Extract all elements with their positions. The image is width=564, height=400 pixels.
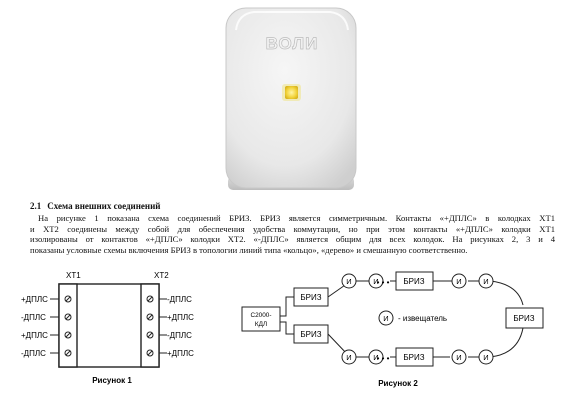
detector-label: И	[346, 353, 351, 362]
detector-label: И	[373, 353, 378, 362]
terminal-label: +ДПЛС	[167, 313, 194, 322]
detector-circle	[478, 273, 494, 289]
terminal-label: -ДПЛС	[21, 349, 46, 358]
section-number: 2.1	[30, 201, 42, 211]
xt1-label: ХТ1	[66, 271, 81, 280]
status-led	[282, 84, 301, 101]
briz-label: БРИЗ	[513, 314, 534, 323]
terminal-label: +ДПЛС	[21, 331, 48, 340]
paragraph-line: изолированы от контактов «+ДПЛС» колодки…	[30, 234, 555, 245]
briz-label: БРИЗ	[403, 277, 424, 286]
legend-text: - извещатель	[398, 314, 447, 323]
briz-label: БРИЗ	[300, 293, 321, 302]
detector-label: И	[483, 277, 488, 286]
legend-detector-label: И	[383, 314, 388, 323]
section-title: Схема внешних соединений	[47, 201, 161, 211]
detector-circle	[341, 273, 357, 289]
controller-label-line1: С2000-	[251, 312, 272, 319]
paragraph-line: показаны условные схемы включения БРИЗ в…	[30, 244, 468, 255]
terminal-label: +ДПЛС	[167, 349, 194, 358]
detector-circle	[368, 349, 384, 365]
detector-circle	[341, 349, 357, 365]
continuation-dots: • • •	[377, 354, 390, 363]
terminal-block-xt2	[140, 283, 160, 368]
terminal-label: -ДПЛС	[167, 331, 192, 340]
xt2-terminals: -ДПЛС +ДПЛС -ДПЛС +ДПЛС	[146, 295, 194, 358]
detector-label: И	[456, 277, 461, 286]
briz-label: БРИЗ	[403, 353, 424, 362]
c2000-kdl-controller: С2000- КДЛ	[241, 306, 281, 332]
continuation-dots: • • •	[377, 278, 390, 287]
paragraph-line: На рисунке 1 показана схема соединений Б…	[38, 213, 555, 223]
terminal-label: -ДПЛС	[21, 313, 46, 322]
detector-circle	[451, 273, 467, 289]
briz-label: БРИЗ	[300, 330, 321, 339]
paragraph-line: и ХТ2 соединены между собой для обеспече…	[30, 223, 555, 234]
brand-logo: ВОЛИ	[266, 34, 319, 53]
terminal-block-xt1	[58, 283, 78, 368]
product-photo: ВОЛИ	[225, 7, 357, 190]
figure-2-ring-diagram: С2000- КДЛ БРИЗ БРИЗ БРИЗ БРИЗ БРИЗ И И …	[241, 271, 544, 388]
legend-detector-circle	[378, 310, 394, 326]
detector-label: И	[483, 353, 488, 362]
detector-label: И	[456, 353, 461, 362]
xt2-label: ХТ2	[154, 271, 169, 280]
section-2-1: 2.1 Схема внешних соединений На рисунке 1…	[30, 201, 555, 255]
figure-1-connection-diagram: ХТ1 ХТ2 +ДПЛС -ДПЛС +ДПЛС -ДПЛС -ДПЛС +Д…	[21, 271, 194, 385]
detector-label: И	[373, 277, 378, 286]
terminal-label: +ДПЛС	[21, 295, 48, 304]
controller-label-line2: КДЛ	[255, 321, 267, 328]
detector-label: И	[346, 277, 351, 286]
briz-block	[395, 347, 434, 367]
detector-circle	[451, 349, 467, 365]
terminal-label: -ДПЛС	[167, 295, 192, 304]
detector-circle	[368, 273, 384, 289]
figure-2-caption: Рисунок 2	[378, 379, 418, 388]
briz-block	[293, 324, 329, 344]
xt1-terminals: +ДПЛС -ДПЛС +ДПЛС -ДПЛС	[21, 295, 72, 358]
figure-1-caption: Рисунок 1	[92, 376, 132, 385]
briz-block	[505, 307, 544, 329]
section-heading: 2.1 Схема внешних соединений	[30, 201, 555, 212]
detector-circle	[478, 349, 494, 365]
section-paragraph: На рисунке 1 показана схема соединений Б…	[30, 213, 555, 255]
briz-block	[293, 287, 329, 307]
briz-block	[395, 271, 434, 291]
